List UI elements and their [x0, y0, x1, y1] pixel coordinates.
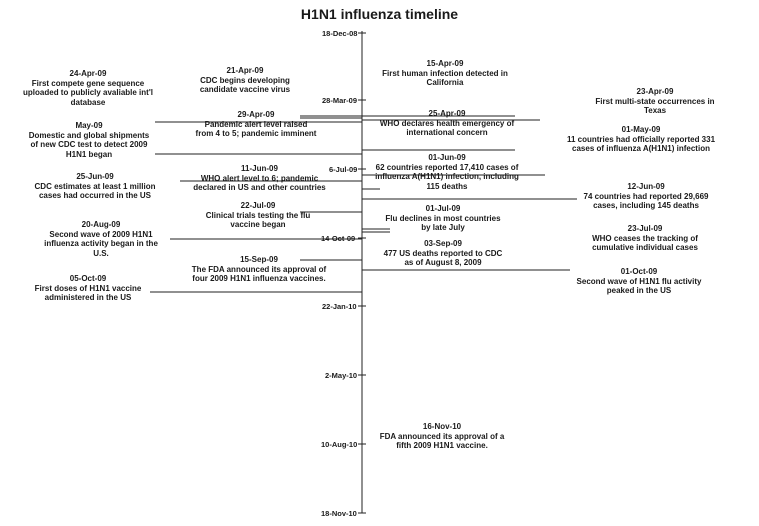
timeline-event: 25-Apr-09 WHO declares health emergency …: [372, 109, 522, 138]
event-date: 16-Nov-10: [422, 422, 462, 431]
timeline-event: 03-Sep-09 477 US deaths reported to CDC …: [383, 239, 503, 268]
event-text: 62 countries reported 17,410 cases of in…: [375, 162, 519, 191]
timeline-event: 01-Jun-09 62 countries reported 17,410 c…: [373, 153, 521, 191]
event-text: First human infection detected in Califo…: [382, 68, 508, 88]
timeline-event: 11-Jun-09 WHO alert level to 6; pandemic…: [187, 164, 332, 193]
event-date: 22-Jul-09: [240, 201, 276, 210]
timeline-event: 23-Apr-09 First multi-state occurrences …: [590, 87, 720, 116]
timeline-event: 22-Jul-09 Clinical trials testing the fl…: [195, 201, 321, 230]
tick-label: 28-Mar-09: [322, 96, 358, 105]
event-date: 01-Jun-09: [428, 153, 466, 162]
event-date: 20-Aug-09: [81, 220, 121, 229]
event-date: 01-Jul-09: [425, 204, 461, 213]
event-text: Second wave of 2009 H1N1 influenza activ…: [44, 229, 158, 258]
event-date: 29-Apr-09: [237, 110, 275, 119]
timeline-event: 15-Apr-09 First human infection detected…: [379, 59, 511, 88]
event-text: WHO ceases the tracking of cumulative in…: [592, 233, 698, 253]
event-date: 15-Apr-09: [426, 59, 464, 68]
event-text: FDA announced its approval of a fifth 20…: [379, 431, 505, 451]
event-date: 01-Oct-09: [620, 267, 658, 276]
event-text: First compete gene sequence uploaded to …: [23, 78, 153, 107]
event-text: WHO alert level to 6; pandemic declared …: [193, 173, 326, 193]
timeline-event: 25-Jun-09 CDC estimates at least 1 milli…: [29, 172, 161, 201]
event-date: 11-Jun-09: [241, 164, 278, 173]
event-date: 25-Jun-09: [76, 172, 114, 181]
timeline-event: 01-Oct-09 Second wave of H1N1 flu activi…: [568, 267, 710, 296]
event-date: 25-Apr-09: [428, 109, 466, 118]
timeline-event: 16-Nov-10 FDA announced its approval of …: [376, 422, 508, 451]
event-text: Second wave of H1N1 flu activity peaked …: [576, 276, 702, 296]
event-text: WHO declares health emergency of interna…: [379, 118, 515, 138]
timeline-event: 20-Aug-09 Second wave of 2009 H1N1 influ…: [36, 220, 166, 258]
timeline-event: 23-Jul-09 WHO ceases the tracking of cum…: [582, 224, 708, 253]
timeline-event: 01-Jul-09 Flu declines in most countries…: [382, 204, 504, 233]
event-date: 21-Apr-09: [226, 66, 264, 75]
event-text: 11 countries had officially reported 331…: [566, 134, 716, 154]
tick-label: 6-Jul-09: [329, 165, 358, 174]
event-text: Pandemic alert level raised from 4 to 5;…: [195, 119, 317, 139]
event-text: Clinical trials testing the flu vaccine …: [205, 210, 311, 230]
event-text: 477 US deaths reported to CDC as of Augu…: [383, 248, 503, 268]
event-date: 12-Jun-09: [627, 182, 665, 191]
event-date: May-09: [75, 121, 103, 130]
event-text: Domestic and global shipments of new CDC…: [28, 130, 150, 159]
event-date: 23-Jul-09: [627, 224, 663, 233]
event-text: 74 countries had reported 29,669 cases, …: [583, 191, 709, 211]
tick-label: 22-Jan-10: [322, 302, 357, 311]
timeline-event: 21-Apr-09 CDC begins developing candidat…: [185, 66, 305, 95]
tick-label: 2-May-10: [325, 371, 358, 380]
event-text: CDC begins developing candidate vaccine …: [199, 75, 291, 95]
event-date: 15-Sep-09: [240, 255, 278, 264]
tick-label: 18-Nov-10: [321, 509, 357, 518]
event-text: CDC estimates at least 1 million cases h…: [34, 181, 156, 201]
timeline-event: 29-Apr-09 Pandemic alert level raised fr…: [195, 110, 317, 139]
event-text: The FDA announced its approval of four 2…: [191, 264, 327, 284]
event-text: Flu declines in most countries by late J…: [385, 213, 501, 233]
event-date: 03-Sep-09: [424, 239, 462, 248]
timeline-event: May-09 Domestic and global shipments of …: [25, 121, 153, 159]
timeline-event: 05-Oct-09 First doses of H1N1 vaccine ad…: [26, 274, 150, 303]
timeline-event: 15-Sep-09 The FDA announced its approval…: [185, 255, 333, 284]
timeline-event: 01-May-09 11 countries had officially re…: [566, 125, 716, 154]
event-date: 01-May-09: [621, 125, 661, 134]
timeline-event: 24-Apr-09 First compete gene sequence up…: [22, 69, 154, 107]
tick-label: 10-Aug-10: [321, 440, 358, 449]
event-date: 05-Oct-09: [69, 274, 107, 283]
event-text: First multi-state occurrences in Texas: [595, 96, 715, 116]
event-date: 24-Apr-09: [69, 69, 107, 78]
timeline-event: 12-Jun-09 74 countries had reported 29,6…: [576, 182, 716, 211]
event-text: First doses of H1N1 vaccine administered…: [34, 283, 142, 303]
tick-label: 14-Oct-09: [321, 234, 356, 243]
tick-label: 18-Dec-08: [322, 29, 358, 38]
chart-title: H1N1 influenza timeline: [300, 6, 459, 22]
event-date: 23-Apr-09: [636, 87, 674, 96]
